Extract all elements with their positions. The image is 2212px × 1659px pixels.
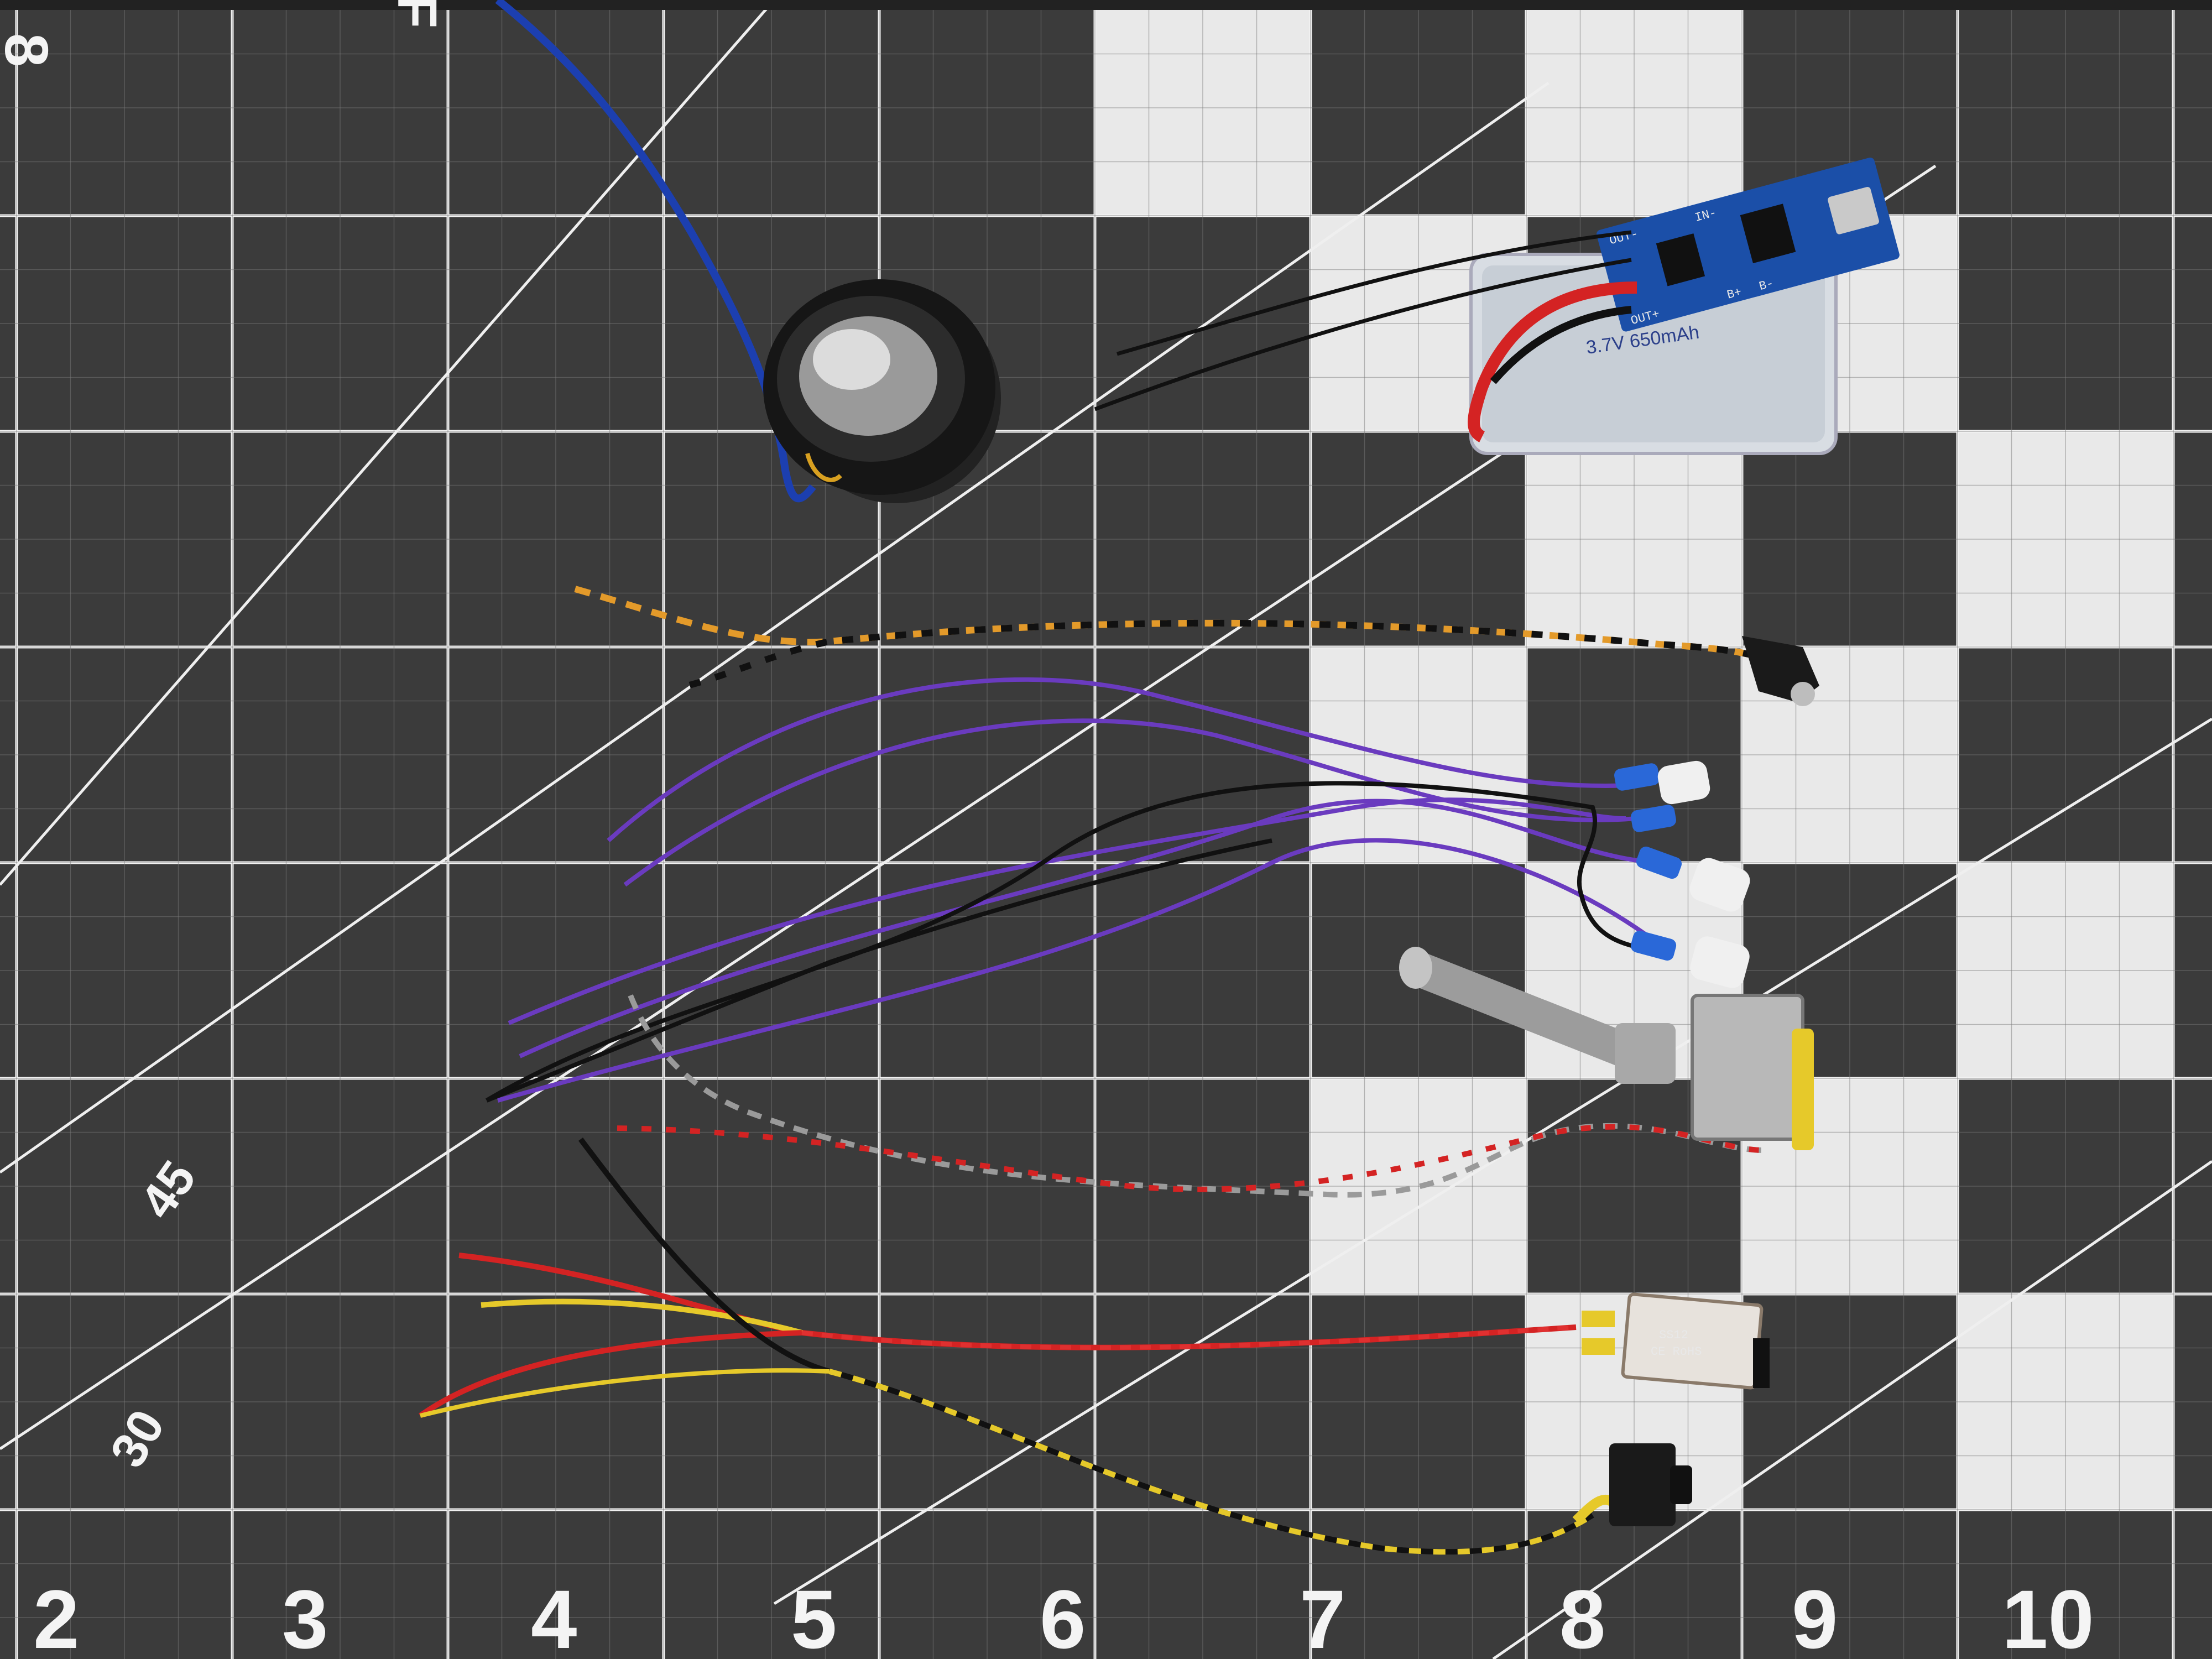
slide-switch-body bbox=[1621, 1292, 1764, 1390]
led-holder bbox=[1690, 936, 1750, 988]
charger-chip bbox=[1656, 233, 1705, 286]
speaker bbox=[495, 0, 1001, 503]
toggle-nut bbox=[1615, 1023, 1676, 1084]
slide-switch-assembly: SS12 CE RoHS bbox=[419, 1253, 1770, 1418]
ruler-number: 9 bbox=[1792, 1573, 1838, 1659]
toggle-switch-assembly bbox=[602, 947, 1814, 1198]
ruler-number: 5 bbox=[791, 1573, 837, 1659]
wire bbox=[497, 838, 1655, 1103]
ruler-number: 8 bbox=[1559, 1573, 1605, 1659]
speaker-wire-tail bbox=[805, 452, 842, 482]
ruler-number: F bbox=[386, 0, 448, 28]
toggle-lever-tip bbox=[1399, 947, 1432, 989]
wire bbox=[508, 797, 1626, 1025]
wire bbox=[623, 718, 1637, 887]
wire bbox=[519, 799, 1660, 1058]
orange-black-twisted-pair bbox=[574, 586, 1819, 706]
speaker-dome-highlight bbox=[813, 329, 890, 390]
battery-stripe-area bbox=[1482, 265, 1825, 442]
toggle-base bbox=[1792, 1029, 1814, 1150]
slide-switch-actuator bbox=[1753, 1338, 1770, 1388]
ruler-number: 10 bbox=[2002, 1573, 2094, 1659]
ruler-number: 3 bbox=[282, 1573, 328, 1659]
purple-wire-bundle bbox=[485, 677, 1660, 1103]
wire bbox=[628, 994, 1765, 1198]
crimp-connector bbox=[1614, 763, 1660, 791]
ruler-number: 4 bbox=[531, 1573, 577, 1659]
slide-switch-print: SS12 bbox=[1659, 1328, 1688, 1342]
slide-switch-print: CE RoHS bbox=[1651, 1345, 1702, 1359]
push-button-assembly bbox=[420, 1137, 1692, 1555]
ruler-number: 7 bbox=[1300, 1573, 1345, 1659]
battery-and-charger: 3.7V 650mAh OUT- OUT+ IN- B+ B- bbox=[1094, 157, 1900, 455]
led-lens bbox=[1791, 682, 1815, 706]
toggle-lever bbox=[1410, 951, 1631, 1067]
wire bbox=[674, 619, 1754, 692]
wire bbox=[486, 838, 1272, 1103]
wire bbox=[828, 1369, 1594, 1555]
wire bbox=[420, 1368, 830, 1418]
charger-ic bbox=[1740, 204, 1796, 264]
speaker-wire bbox=[495, 0, 816, 503]
crimp-connector bbox=[1636, 846, 1682, 879]
charger-out-wire-1 bbox=[1117, 230, 1632, 356]
led-holder bbox=[1657, 760, 1710, 805]
ruler-bottom: 2 3 4 5 6 7 8 9 10 bbox=[33, 1573, 2094, 1659]
crimp-connector bbox=[1630, 931, 1677, 961]
push-button-cap bbox=[1670, 1465, 1692, 1504]
wire bbox=[607, 677, 1632, 842]
slide-switch-leg bbox=[1582, 1311, 1615, 1327]
crimp-connector bbox=[1631, 805, 1676, 832]
push-button-body bbox=[1609, 1443, 1676, 1526]
battery-red-lead bbox=[1468, 281, 1637, 442]
wire bbox=[485, 781, 1660, 1103]
battery-black-lead bbox=[1490, 306, 1632, 384]
charger-out-wire-2 bbox=[1094, 258, 1632, 411]
ruler-left: 8 F bbox=[0, 0, 448, 67]
ruler-number: 2 bbox=[33, 1573, 79, 1659]
ruler-number: 8 bbox=[0, 33, 60, 67]
dark-table-edge bbox=[0, 0, 2212, 10]
wire bbox=[801, 1325, 1577, 1350]
slide-switch-leg bbox=[1582, 1338, 1615, 1355]
usb-port-icon bbox=[1828, 187, 1879, 234]
toggle-body bbox=[1691, 994, 1804, 1141]
wire bbox=[481, 1298, 803, 1335]
led-holders bbox=[1614, 760, 1750, 988]
wire bbox=[419, 1330, 802, 1418]
led-holder bbox=[1689, 858, 1750, 912]
ruler-number: 6 bbox=[1040, 1573, 1086, 1659]
